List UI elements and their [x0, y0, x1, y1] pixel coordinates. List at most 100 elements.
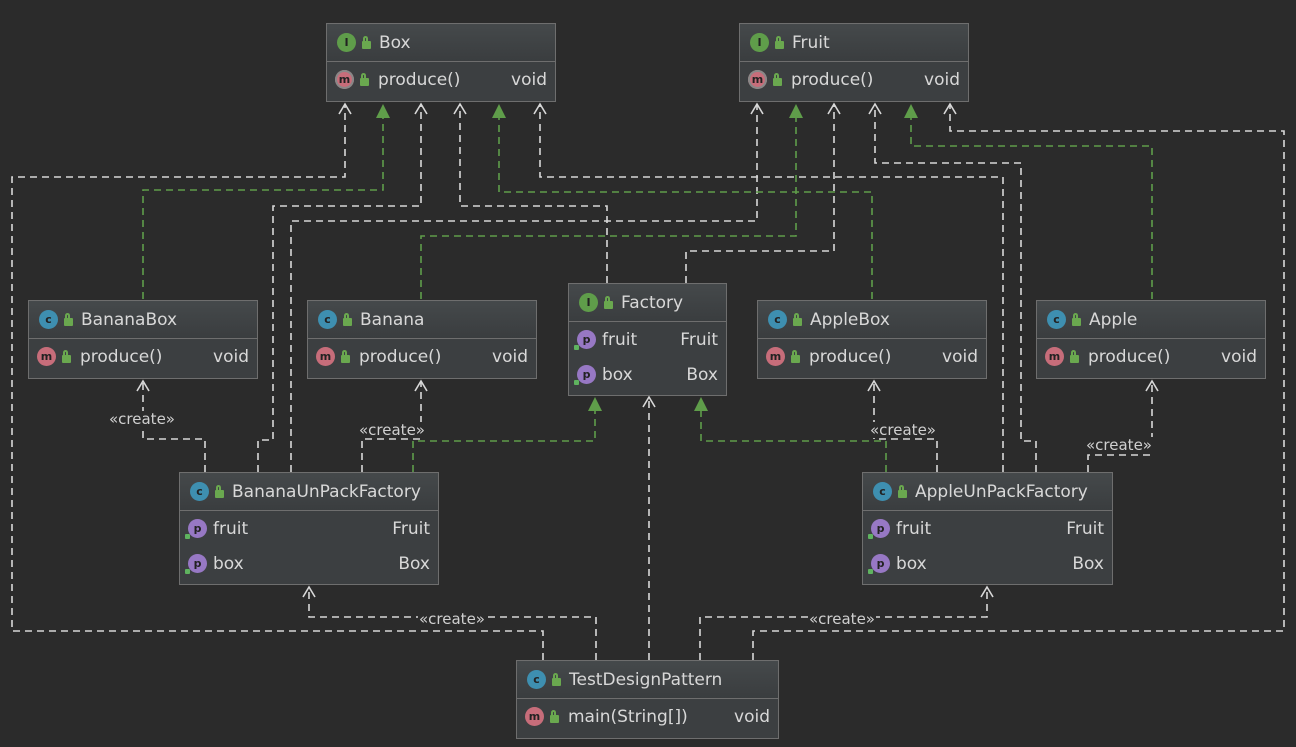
create-label: «create» — [808, 610, 876, 628]
member-type: void — [924, 69, 960, 90]
member-name: produce() — [378, 69, 461, 90]
create-label: «create» — [1085, 436, 1153, 454]
member-name: fruit — [896, 518, 932, 539]
member-name: main(String[]) — [568, 706, 688, 727]
interface-box[interactable]: I Box m produce() void — [326, 23, 556, 102]
member-type: Box — [1072, 553, 1104, 574]
static-method-icon: m — [525, 707, 544, 726]
class-banana[interactable]: c Banana m produce() void — [307, 300, 537, 379]
property-icon: p — [185, 519, 207, 539]
member-name: produce() — [80, 346, 163, 367]
property-icon: p — [185, 554, 207, 574]
class-icon: c — [768, 310, 787, 329]
node-title: Apple — [1089, 309, 1138, 330]
abstract-method-icon: m — [748, 70, 767, 89]
method-icon: m — [766, 347, 785, 366]
public-lock-icon — [215, 484, 224, 498]
impl-apple-fruit — [910, 118, 1153, 299]
class-icon: c — [1047, 310, 1066, 329]
public-lock-icon — [773, 72, 782, 86]
node-title: AppleUnPackFactory — [915, 481, 1088, 502]
public-lock-icon — [62, 349, 71, 363]
member-type: void — [942, 346, 978, 367]
member-type: Fruit — [1066, 518, 1104, 539]
create-label: «create» — [358, 421, 426, 439]
member-name: fruit — [213, 518, 249, 539]
public-lock-icon — [791, 349, 800, 363]
property-icon: p — [868, 519, 890, 539]
property-icon: p — [574, 330, 596, 350]
node-title: TestDesignPattern — [569, 669, 723, 690]
dep-appleunpack-box — [539, 104, 1004, 472]
public-lock-icon — [550, 709, 559, 723]
node-title: Banana — [360, 309, 425, 330]
class-apple[interactable]: c Apple m produce() void — [1036, 300, 1266, 379]
create-appleunpack-apple — [1087, 381, 1153, 472]
impl-appleunpack-factory — [700, 411, 887, 472]
property-icon: p — [868, 554, 890, 574]
public-lock-icon — [343, 312, 352, 326]
member-name: box — [602, 364, 633, 385]
member-type: Fruit — [680, 329, 718, 350]
member-type: void — [1221, 346, 1257, 367]
dep-bananaunpack-fruit — [290, 104, 758, 472]
public-lock-icon — [360, 72, 369, 86]
class-icon: c — [318, 310, 337, 329]
member-type: void — [511, 69, 547, 90]
public-lock-icon — [1070, 349, 1079, 363]
dep-appleunpack-fruit — [874, 104, 1037, 472]
runnable-class-icon: c — [527, 670, 546, 689]
interface-icon: I — [337, 33, 356, 52]
member-name: produce() — [1088, 346, 1171, 367]
method-icon: m — [316, 347, 335, 366]
member-type: Box — [398, 553, 430, 574]
public-lock-icon — [64, 312, 73, 326]
node-title: Factory — [621, 292, 684, 313]
dep-test-fruit — [752, 104, 1285, 660]
property-icon: p — [574, 365, 596, 385]
member-name: box — [896, 553, 927, 574]
impl-banana-fruit — [420, 118, 797, 299]
public-lock-icon — [604, 295, 613, 309]
node-title: AppleBox — [810, 309, 890, 330]
member-name: produce() — [359, 346, 442, 367]
interface-icon: I — [750, 33, 769, 52]
class-bananabox[interactable]: c BananaBox m produce() void — [28, 300, 258, 379]
public-lock-icon — [898, 484, 907, 498]
node-title: Box — [379, 32, 411, 53]
node-title: Fruit — [792, 32, 830, 53]
class-icon: c — [190, 482, 209, 501]
public-lock-icon — [552, 672, 561, 686]
member-type: void — [492, 346, 528, 367]
public-lock-icon — [362, 35, 371, 49]
dep-bananaunpack-box-a — [257, 104, 422, 472]
dep-test-box — [11, 104, 544, 660]
method-icon: m — [37, 347, 56, 366]
method-icon: m — [1045, 347, 1064, 366]
node-title: BananaBox — [81, 309, 178, 330]
public-lock-icon — [341, 349, 350, 363]
public-lock-icon — [1072, 312, 1081, 326]
member-name: fruit — [602, 329, 638, 350]
dep-factory-box — [459, 104, 608, 283]
member-type: Fruit — [392, 518, 430, 539]
create-label: «create» — [418, 610, 486, 628]
class-icon: c — [39, 310, 58, 329]
abstract-method-icon: m — [335, 70, 354, 89]
create-appleunpack-applebox — [873, 381, 938, 472]
dep-factory-fruit — [685, 104, 835, 283]
create-label: «create» — [108, 410, 176, 428]
member-type: Box — [686, 364, 718, 385]
member-type: void — [213, 346, 249, 367]
public-lock-icon — [793, 312, 802, 326]
create-bananaunpack-bananabox — [142, 381, 206, 472]
interface-icon: I — [579, 293, 598, 312]
class-applebox[interactable]: c AppleBox m produce() void — [757, 300, 987, 379]
impl-bananaunpack-factory — [412, 411, 596, 472]
member-name: produce() — [809, 346, 892, 367]
